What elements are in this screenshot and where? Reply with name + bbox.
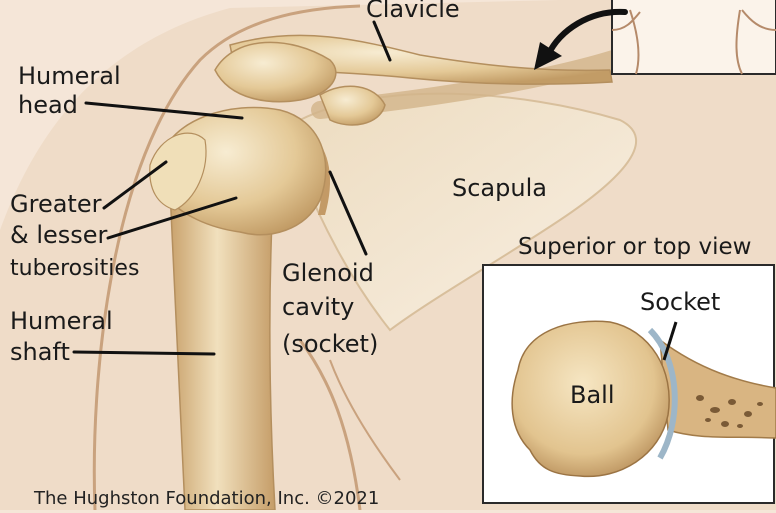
label-humeral-shaft-1: Humeral: [10, 307, 113, 336]
label-greater-2: & lesser: [10, 221, 107, 250]
label-glenoid-1: Glenoid: [282, 259, 374, 288]
superior-view-inset: [483, 265, 776, 503]
label-scapula: Scapula: [452, 174, 547, 203]
label-humeral-head-2: head: [18, 91, 78, 120]
label-clavicle: Clavicle: [366, 0, 460, 24]
label-greater-3: tuberosities: [10, 254, 139, 283]
label-ball: Ball: [570, 381, 615, 410]
label-glenoid-2: cavity: [282, 293, 354, 322]
label-humeral-head-1: Humeral: [18, 62, 121, 91]
label-humeral-shaft-2: shaft: [10, 338, 70, 367]
label-glenoid-3: (socket): [282, 330, 378, 359]
label-socket: Socket: [640, 288, 720, 317]
copyright-credit: The Hughston Foundation, Inc. ©2021: [34, 484, 379, 513]
humerus-shaft: [170, 190, 275, 510]
torso-thumbnail: [612, 0, 776, 74]
label-greater-1: Greater: [10, 190, 101, 219]
leader-humeral-shaft: [74, 352, 214, 354]
inset-title: Superior or top view: [518, 233, 751, 262]
